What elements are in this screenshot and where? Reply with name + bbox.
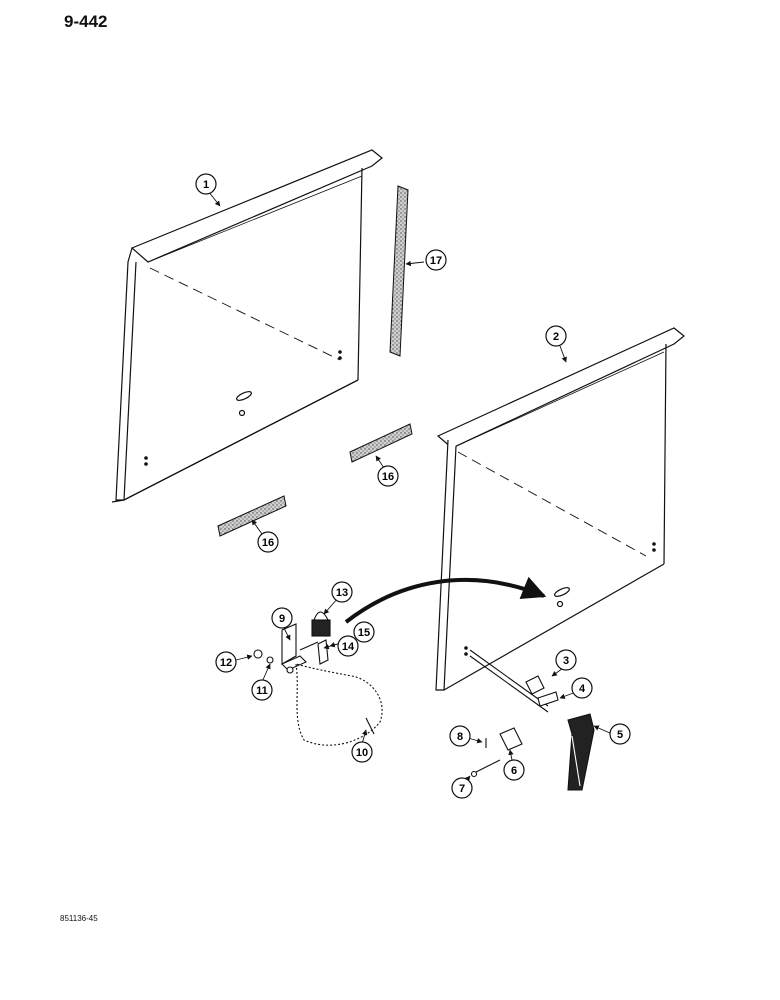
callout-10: 10 [351, 741, 373, 763]
svg-text:1: 1 [203, 179, 209, 191]
latch-bracket-assembly [253, 611, 383, 746]
figure-code: 851136-45 [60, 914, 98, 923]
svg-text:17: 17 [430, 255, 442, 267]
callout-17: 17 [425, 249, 447, 271]
callout-15: 15 [353, 621, 375, 643]
callout-4: 4 [571, 677, 593, 699]
callout-6: 6 [503, 759, 525, 781]
callout-16-lower: 16 [257, 531, 279, 553]
page-number: 9-442 [64, 12, 108, 31]
svg-text:16: 16 [262, 537, 274, 549]
svg-text:9: 9 [279, 613, 285, 625]
svg-text:4: 4 [579, 683, 586, 695]
svg-text:15: 15 [358, 627, 370, 639]
transfer-arrow [344, 576, 547, 624]
svg-text:7: 7 [459, 783, 465, 795]
svg-text:11: 11 [256, 685, 268, 697]
svg-text:3: 3 [563, 655, 569, 667]
callout-5: 5 [609, 723, 631, 745]
svg-text:6: 6 [511, 765, 517, 777]
latch-handle-assembly [469, 649, 595, 791]
left-door-panel [111, 149, 383, 503]
callout-2: 2 [545, 325, 567, 347]
svg-text:2: 2 [553, 331, 559, 343]
svg-text:12: 12 [220, 657, 232, 669]
vertical-seal-strip [389, 185, 409, 357]
callout-12: 12 [215, 651, 237, 673]
svg-text:13: 13 [336, 587, 348, 599]
svg-text:16: 16 [382, 471, 394, 483]
svg-text:8: 8 [457, 731, 463, 743]
callout-3: 3 [555, 649, 577, 671]
right-door-panel [435, 327, 685, 691]
callout-1: 1 [195, 173, 217, 195]
callout-8: 8 [449, 725, 471, 747]
callout-13: 13 [331, 581, 353, 603]
callout-11: 11 [251, 679, 273, 701]
callout-14: 14 [337, 635, 359, 657]
svg-text:10: 10 [356, 747, 368, 759]
svg-text:5: 5 [617, 729, 623, 741]
callout-7: 7 [451, 777, 473, 799]
seal-strip-lower [217, 495, 287, 537]
callout-9: 9 [271, 607, 293, 629]
callout-16-upper: 16 [377, 465, 399, 487]
svg-text:14: 14 [342, 641, 355, 653]
seal-strip-upper [349, 423, 413, 463]
